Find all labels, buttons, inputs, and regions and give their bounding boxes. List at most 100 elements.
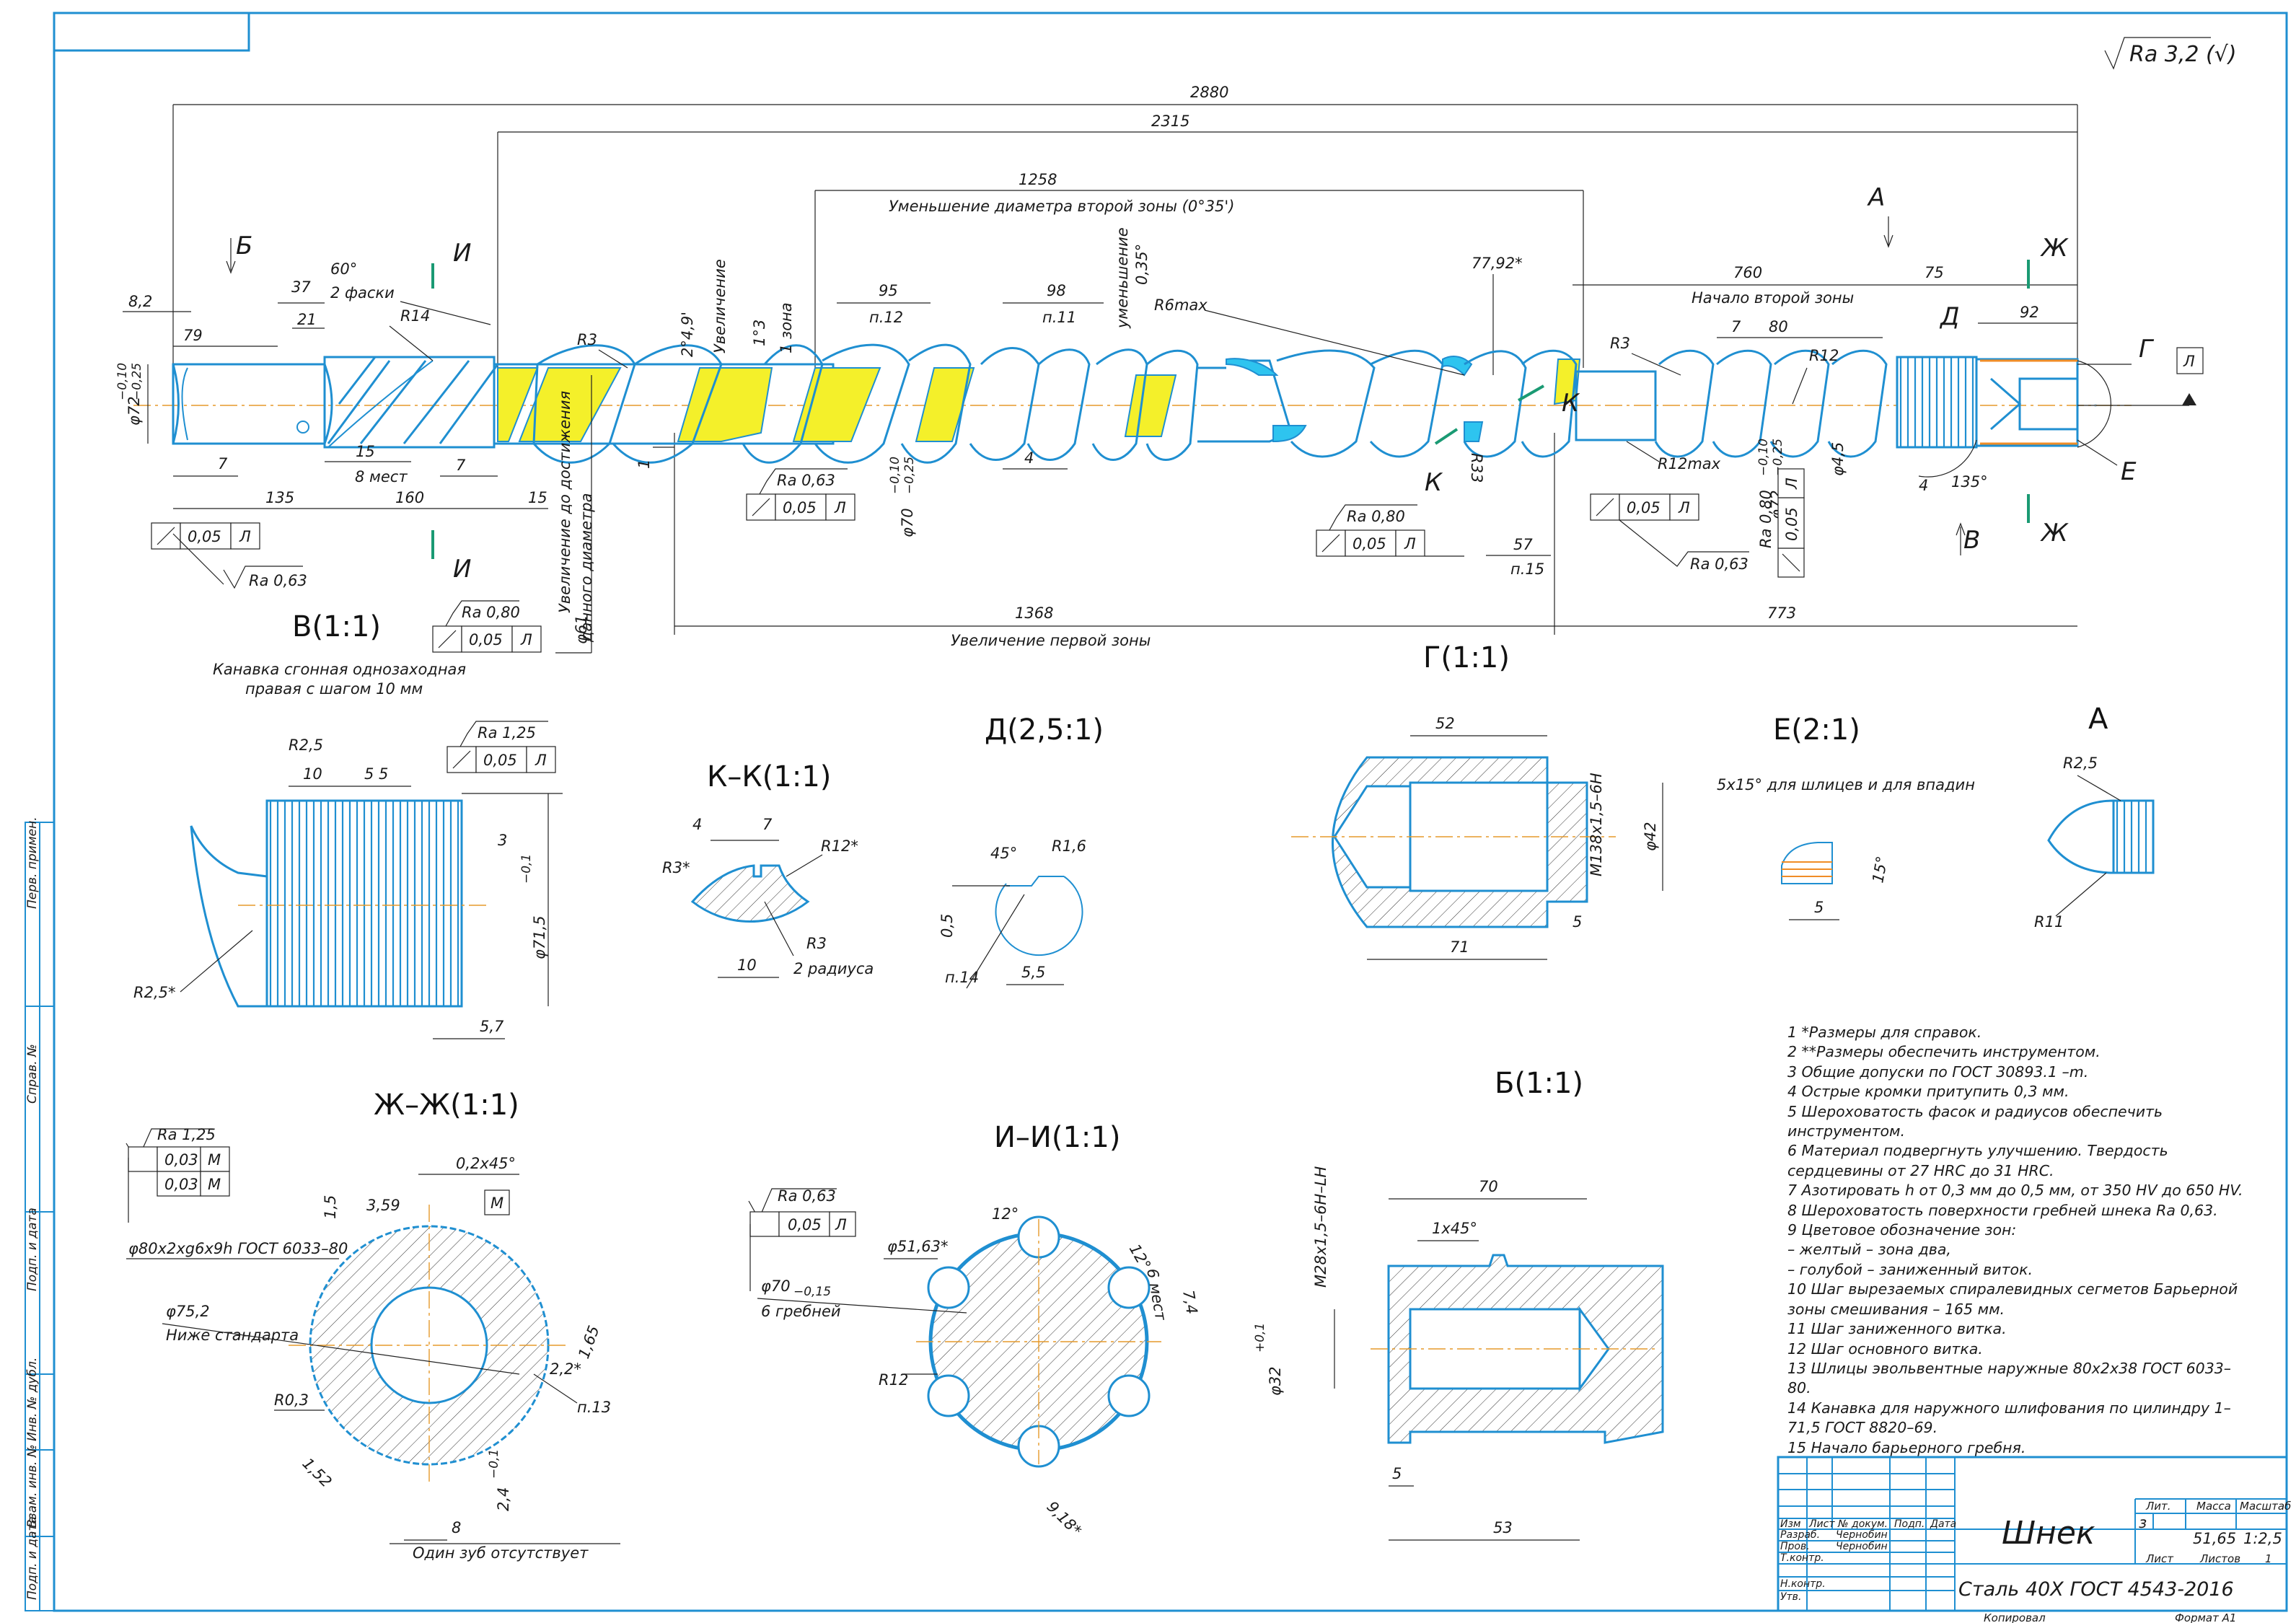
svg-text:0,05: 0,05 — [483, 752, 517, 769]
svg-text:М: М — [491, 1195, 503, 1212]
svg-text:8 мест: 8 мест — [355, 468, 408, 485]
svg-text:−0,10: −0,10 — [1756, 439, 1771, 476]
svg-text:правая с шагом 10 мм: правая с шагом 10 мм — [245, 680, 423, 698]
svg-text:79: 79 — [183, 327, 203, 344]
svg-text:M138x1,5–6H: M138x1,5–6H — [1588, 773, 1605, 876]
svg-text:2 радиуса: 2 радиуса — [793, 960, 874, 977]
title-view-b: Б(1:1) — [1495, 1067, 1583, 1100]
view-b: Б(1:1) 70 1x45° M28x1,5–6H–LH φ32 +0,1 5… — [1253, 1067, 1664, 1541]
svg-text:5: 5 — [1573, 913, 1582, 931]
svg-text:15°: 15° — [1869, 855, 1891, 884]
svg-text:Разраб.: Разраб. — [1780, 1529, 1820, 1541]
svg-text:Один зуб отсутствует: Один зуб отсутствует — [413, 1544, 589, 1562]
title-view-d: Д(2,5:1) — [985, 713, 1104, 747]
view-kk: К–К(1:1) 4 7 R3* R12* R3 2 радиуса 10 — [662, 760, 874, 978]
svg-text:10: 10 — [737, 956, 757, 974]
svg-text:Дата: Дата — [1930, 1518, 1956, 1530]
svg-text:5: 5 — [1392, 1465, 1402, 1482]
caption-zone2-start: Начало второй зоны — [1692, 289, 1854, 307]
svg-text:57: 57 — [1513, 536, 1533, 553]
svg-text:5: 5 — [1814, 899, 1824, 916]
note-7: 7 Азотировать h от 0,3 мм до 0,5 мм, от … — [1787, 1182, 2243, 1200]
svg-text:№ докум.: № докум. — [1837, 1518, 1888, 1530]
svg-text:−0,1: −0,1 — [487, 1449, 501, 1479]
svg-text:−0,25: −0,25 — [902, 457, 917, 494]
mark-v: В — [1963, 526, 1980, 555]
svg-text:9,18*: 9,18* — [1043, 1498, 1084, 1539]
mark-a: А — [1867, 183, 1885, 212]
title-material: Сталь 40Х ГОСТ 4543-2016 — [1958, 1578, 2234, 1601]
svg-text:Л: Л — [834, 499, 846, 516]
svg-text:Ra 0,63: Ra 0,63 — [1690, 555, 1749, 573]
svg-text:Масса: Масса — [2196, 1500, 2231, 1513]
mark-k-top: К — [1562, 389, 1580, 418]
svg-text:12°: 12° — [992, 1205, 1019, 1223]
note-8: 8 Шероховатость поверхности гребней шнек… — [1787, 1201, 2218, 1219]
svg-text:Л: Л — [1783, 478, 1800, 490]
svg-text:0,05: 0,05 — [783, 499, 817, 516]
note-9: 9 Цветовое обозначение зон: — [1787, 1221, 2017, 1239]
svg-text:Копировал: Копировал — [1984, 1611, 2046, 1623]
svg-text:5,5: 5,5 — [1021, 964, 1045, 981]
svg-text:R11: R11 — [2034, 913, 2064, 931]
svg-text:6 гребней: 6 гребней — [761, 1303, 841, 1320]
svg-text:0,05: 0,05 — [469, 631, 503, 648]
dim-773: 773 — [1767, 604, 1796, 622]
title-block: Изм Лист № докум. Подп. Дата Разраб. Про… — [1777, 1456, 2291, 1623]
svg-text:R12*: R12* — [821, 837, 858, 855]
svg-text:1 зона: 1 зона — [778, 302, 795, 353]
svg-text:R3: R3 — [806, 935, 827, 952]
svg-text:0,05: 0,05 — [1627, 499, 1661, 516]
svg-text:Ra 0,80: Ra 0,80 — [1347, 508, 1405, 525]
svg-text:R2,5: R2,5 — [2063, 755, 2098, 772]
svg-text:4: 4 — [692, 816, 702, 833]
svg-text:0,03: 0,03 — [164, 1176, 198, 1193]
top-left-stamp — [54, 13, 250, 52]
svg-text:+0,1: +0,1 — [1253, 1323, 1267, 1352]
title-view-g: Г(1:1) — [1423, 641, 1510, 674]
svg-text:3: 3 — [498, 832, 507, 849]
svg-text:Ra 3,2 (√): Ra 3,2 (√) — [2129, 42, 2237, 67]
svg-text:71: 71 — [1450, 938, 1469, 956]
svg-text:51,65: 51,65 — [2193, 1530, 2236, 1547]
svg-text:7: 7 — [456, 457, 466, 474]
stamp-podp2: Подп. и дата — [25, 1516, 40, 1600]
svg-text:з: з — [2139, 1514, 2147, 1531]
svg-text:R0,3: R0,3 — [274, 1391, 309, 1409]
svg-text:98: 98 — [1047, 282, 1066, 299]
svg-text:φ32: φ32 — [1267, 1366, 1284, 1396]
svg-text:1,65: 1,65 — [575, 1324, 603, 1361]
svg-text:п.14: п.14 — [945, 969, 979, 986]
note-9b: – голубой – заниженный виток. — [1787, 1260, 2033, 1278]
svg-text:Утв.: Утв. — [1780, 1591, 1801, 1603]
svg-text:3,59: 3,59 — [366, 1197, 400, 1214]
title-view-a: А — [2088, 703, 2108, 736]
svg-text:2 фаски: 2 фаски — [330, 284, 395, 302]
view-ii: И–И(1:1) Ra 0,63 0,05 Л φ51,63* 12° 12° … — [748, 1121, 1201, 1539]
view-d: Д(2,5:1) 45° R1,6 0,5 5,5 п.14 — [938, 713, 1104, 989]
svg-text:−0,25: −0,25 — [1771, 439, 1785, 476]
note-10: 10 Шаг вырезаемых спиралевидных сегметов… — [1787, 1280, 2238, 1318]
svg-text:135°: 135° — [1951, 473, 1988, 491]
note-4: 4 Острые кромки притупить 0,3 мм. — [1787, 1083, 2070, 1101]
svg-text:φ80x2xg6x9h ГОСТ 6033–80: φ80x2xg6x9h ГОСТ 6033–80 — [128, 1240, 348, 1257]
svg-text:95: 95 — [879, 282, 898, 299]
svg-text:Увеличение до достижения: Увеличение до достижения — [556, 391, 573, 613]
svg-text:Ниже стандарта: Ниже стандарта — [166, 1327, 299, 1344]
stamp-sprav: Справ. № — [25, 1044, 40, 1104]
svg-text:R12max: R12max — [1658, 455, 1721, 472]
dim-2315: 2315 — [1151, 113, 1189, 130]
svg-text:M28x1,5–6H–LH: M28x1,5–6H–LH — [1312, 1166, 1329, 1288]
svg-text:φ4,5: φ4,5 — [1829, 442, 1847, 476]
svg-text:Л: Л — [535, 752, 547, 769]
svg-text:1,5: 1,5 — [322, 1195, 339, 1219]
svg-text:п.13: п.13 — [577, 1399, 611, 1416]
svg-text:φ70: φ70 — [899, 508, 916, 537]
svg-text:Листов: Листов — [2199, 1552, 2240, 1565]
svg-text:45°: 45° — [990, 845, 1017, 862]
svg-text:15: 15 — [356, 443, 375, 460]
svg-text:2°4,9': 2°4,9' — [679, 312, 696, 357]
svg-text:−0,10: −0,10 — [888, 457, 902, 494]
svg-text:80: 80 — [1769, 318, 1788, 335]
